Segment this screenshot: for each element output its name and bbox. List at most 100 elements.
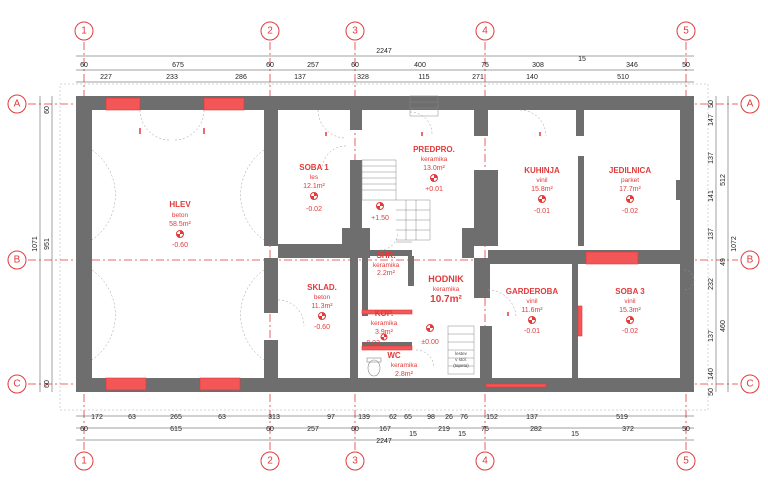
dim-top-9: 15 — [578, 56, 586, 63]
room-shr: SHR. keramika 2.2m² — [373, 251, 400, 277]
room-hlev-area: 58.5m² — [169, 221, 191, 228]
dim-top2-3: 286 — [235, 74, 247, 81]
room-hodnik: HODNIK keramika 10.7m² ±0.00 — [421, 274, 464, 346]
dim-right-10: 140 — [708, 368, 715, 380]
room-kop-elevation: -0.02 — [364, 340, 380, 347]
level-marker-icon — [538, 195, 546, 203]
dim-right-1: 50 — [708, 100, 715, 108]
dim-bot2-13: 372 — [622, 426, 634, 433]
room-hodnik-area: 10.7m² — [430, 294, 462, 305]
wc-fixture — [366, 357, 382, 377]
room-jedilnica-area: 17.7m² — [619, 186, 641, 193]
room-kop: KOP. keramika 3.9m² -0.02 — [364, 309, 398, 347]
dim-bot2-5: 60 — [351, 426, 359, 433]
axis-label-top-4: 4 — [482, 26, 488, 37]
room-garderoba-name: GARDEROBA — [506, 287, 559, 296]
room-soba3-area: 15.3m² — [619, 307, 641, 314]
room-garderoba-area: 11.6m² — [521, 307, 543, 314]
room-hodnik-material: keramika — [433, 286, 460, 293]
room-garderoba: GARDEROBA vinil 11.6m² -0.01 — [506, 287, 559, 335]
dim-bot1-14: 137 — [526, 414, 538, 421]
dimension-frame — [59, 83, 709, 411]
dim-bot2-11: 282 — [530, 426, 542, 433]
room-garderoba-material: vinil — [526, 298, 538, 305]
dim-top-11: 50 — [682, 62, 690, 69]
room-sklad-name: SKLAD. — [307, 283, 337, 292]
room-predpro-elevation: +0.01 — [425, 186, 443, 193]
dim-top2-5: 328 — [357, 74, 369, 81]
level-marker-icon — [310, 192, 318, 200]
dim-bot2-12: 15 — [571, 431, 579, 438]
room-soba1-name: SOBA 1 — [299, 163, 329, 172]
dim-bot1-11: 26 — [445, 414, 453, 421]
level-marker-icon — [376, 202, 384, 210]
axis-label-left-a: A — [14, 99, 21, 110]
dim-bot1-4: 63 — [218, 414, 226, 421]
room-hlev-name: HLEV — [169, 200, 191, 209]
dim-top-4: 257 — [307, 62, 319, 69]
dim-bot1-13: 152 — [486, 414, 498, 421]
dim-right-8: 460 — [720, 320, 727, 332]
dim-bot1-2: 63 — [128, 414, 136, 421]
axis-label-bottom-1: 1 — [81, 456, 87, 467]
dim-right-5: 137 — [708, 228, 715, 240]
axis-label-top-5: 5 — [683, 26, 689, 37]
dim-top-3: 60 — [266, 62, 274, 69]
room-predpro-name: PREDPRO. — [413, 145, 455, 154]
dim-right-4: 141 — [708, 190, 715, 202]
dim-top-5: 60 — [351, 62, 359, 69]
dim-bot1-8: 62 — [389, 414, 397, 421]
room-wc-area: 2.8m² — [395, 371, 414, 378]
room-sklad: SKLAD. beton 11.3m² -0.60 — [307, 283, 337, 331]
level-marker-icon — [626, 316, 634, 324]
stair-note-line2: v stol. — [455, 357, 467, 362]
dim-bot1-10: 98 — [427, 414, 435, 421]
room-garderoba-elevation: -0.01 — [524, 328, 540, 335]
dim-top2-1: 227 — [100, 74, 112, 81]
axis-label-top-3: 3 — [352, 26, 358, 37]
room-kop-material: keramika — [371, 320, 398, 327]
dim-top-1: 60 — [80, 62, 88, 69]
axis-label-left-b: B — [14, 255, 21, 266]
dim-bot2-8: 219 — [438, 426, 450, 433]
dimension-texts: 2247 60 675 60 257 60 400 75 308 15 346 … — [32, 48, 738, 445]
room-soba1: SOBA 1 les 12.1m² -0.02 — [299, 163, 329, 213]
level-marker-icon — [430, 174, 438, 182]
room-shr-area: 2.2m² — [377, 270, 396, 277]
dim-bot2-6: 167 — [379, 426, 391, 433]
stair-level-value: +1.50 — [371, 215, 389, 222]
stair-note: lestev v stol. (tapeta) — [453, 351, 469, 368]
dim-top2-4: 137 — [294, 74, 306, 81]
room-kuhinja-elevation: -0.01 — [534, 208, 550, 215]
dim-left-top: 60 — [44, 106, 51, 114]
door-handles — [139, 128, 541, 316]
level-marker-icon — [176, 230, 184, 238]
axis-label-right-c: C — [746, 379, 753, 390]
room-soba3: SOBA 3 vinil 15.3m² -0.02 — [615, 287, 645, 335]
dim-top2-8: 140 — [526, 74, 538, 81]
room-soba1-area: 12.1m² — [303, 183, 325, 190]
dim-bot2-1: 60 — [80, 426, 88, 433]
room-wc-name: WC — [387, 351, 401, 360]
room-shr-name: SHR. — [376, 251, 395, 260]
dim-right-2: 147 — [708, 114, 715, 126]
room-sklad-material: beton — [314, 294, 331, 301]
dim-left-outer: 1071 — [32, 236, 39, 252]
dim-top-10: 346 — [626, 62, 638, 69]
stair-note-line1: lestev — [455, 351, 468, 356]
dimension-lines — [39, 55, 729, 441]
dim-top2-2: 233 — [166, 74, 178, 81]
dim-bot1-1: 172 — [91, 414, 103, 421]
dim-top-total: 2247 — [376, 48, 392, 55]
dim-bot2-3: 60 — [266, 426, 274, 433]
dim-top-7: 75 — [481, 62, 489, 69]
dim-bot2-4: 257 — [307, 426, 319, 433]
level-marker-icon — [318, 312, 326, 320]
dim-right-outer: 1072 — [731, 236, 738, 252]
dim-top2-9: 510 — [617, 74, 629, 81]
stair-level-marker: +1.50 — [371, 202, 389, 222]
dim-right-3: 137 — [708, 152, 715, 164]
dim-bot1-6: 97 — [327, 414, 335, 421]
dim-bot1-7: 139 — [358, 414, 370, 421]
